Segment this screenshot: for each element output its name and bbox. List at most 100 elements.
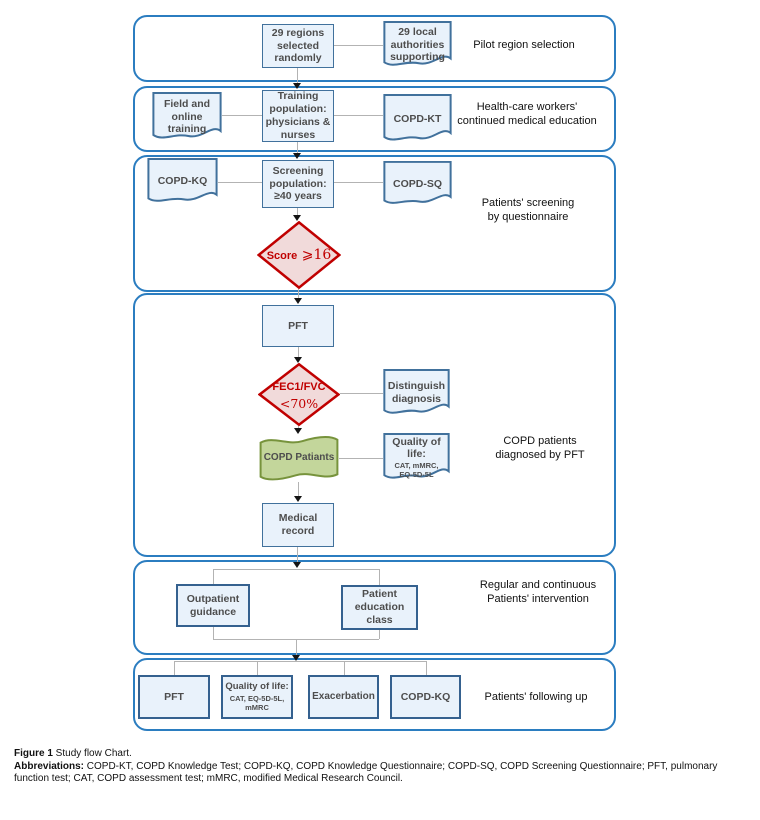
figure-number: Figure 1 — [14, 748, 53, 759]
connector — [218, 182, 262, 183]
section-medical-education — [133, 86, 616, 152]
node-text: PFT — [288, 319, 308, 332]
arrowhead-down — [294, 298, 302, 304]
section-label-screening: Patients' screening by questionnaire — [481, 197, 575, 224]
diamond-shape — [258, 363, 340, 426]
score-label: Score — [266, 250, 298, 263]
node-text: 29 regions selected randomly — [271, 26, 325, 65]
node-text: Patient education class — [354, 588, 405, 626]
section-patient-screening — [133, 155, 616, 292]
connector — [297, 208, 298, 216]
connector — [222, 115, 262, 116]
document-shape — [152, 92, 222, 142]
arrowhead-down — [293, 215, 301, 221]
arrowhead-down — [293, 83, 301, 89]
document-shape — [383, 21, 452, 69]
caption-abbreviations: Abbreviations: COPD-KT, COPD Knowledge T… — [14, 761, 748, 786]
fev-label: FEC1/FVC — [272, 380, 326, 393]
caption-title-line: Figure 1 Study flow Chart. — [14, 748, 748, 761]
node-field-training: Field and online training — [152, 92, 222, 142]
wave-shape — [259, 434, 339, 482]
qol-title: Quality of life: — [225, 681, 289, 693]
fev-value: <70% — [279, 395, 319, 411]
connector — [213, 627, 214, 639]
figure-title: Study flow Chart. — [52, 748, 132, 759]
diamond-shape — [257, 221, 341, 289]
connector — [296, 639, 297, 655]
connector — [174, 661, 175, 675]
connector — [257, 661, 258, 675]
section-intervention — [133, 560, 616, 655]
connector — [298, 482, 299, 497]
node-text: Quality of life:CAT, mMRC, EQ-5D-5L — [392, 436, 440, 479]
node-text: COPD-SQ — [392, 177, 442, 190]
arrowhead-down — [293, 562, 301, 568]
section-label-followup: Patients' following up — [484, 691, 588, 703]
connector — [426, 661, 427, 675]
node-copd-kq: COPD-KQ — [147, 158, 218, 205]
connector — [298, 347, 299, 358]
node-text: Score ⩾16 — [267, 246, 332, 264]
node-patient-education-class: Patient education class — [341, 585, 418, 630]
node-medical-record: Medical record — [262, 503, 334, 547]
section-label-diagnosis: COPD patients diagnosed by PFT — [495, 435, 585, 462]
node-pft-followup: PFT — [138, 675, 210, 719]
connector — [213, 569, 379, 570]
abbreviations-text: COPD-KT, COPD Knowledge Test; COPD-KQ, C… — [14, 760, 718, 785]
arrowhead-down — [293, 153, 301, 159]
node-screening-population: Screening population: ≥40 years — [262, 160, 334, 208]
node-training-population: Training population: physicians & nurses — [262, 90, 334, 142]
section-pft-diagnosis — [133, 293, 616, 557]
node-regions-selected: 29 regions selected randomly — [262, 24, 334, 68]
connector — [297, 142, 298, 154]
node-text: Exacerbation — [312, 690, 375, 702]
connector — [334, 182, 383, 183]
node-text: 29 local authorities supporting — [390, 25, 445, 64]
node-text: COPD-KQ — [157, 175, 208, 188]
document-shape — [383, 369, 450, 417]
qol-subtext: CAT, EQ-5D-5L, mMRC — [229, 693, 285, 712]
node-pft: PFT — [262, 305, 334, 347]
score-value: ⩾16 — [301, 247, 332, 264]
node-copd-patients: COPD Patiants — [259, 434, 339, 482]
arrowhead-down — [294, 496, 302, 502]
node-text: Medical record — [278, 512, 318, 537]
node-text: COPD Patiants — [263, 451, 335, 463]
arrowhead-down — [294, 428, 302, 434]
section-followup — [133, 658, 616, 731]
abbreviations-label: Abbreviations: — [14, 760, 85, 772]
node-fev-decision: FEC1/FVC <70% — [258, 363, 340, 426]
node-quality-of-life-followup: Quality of life:CAT, EQ-5D-5L, mMRC — [221, 675, 293, 719]
connector — [213, 569, 214, 584]
node-text: PFT — [164, 690, 184, 703]
arrowhead-down — [292, 655, 300, 661]
node-text: Training population: physicians & nurses — [265, 90, 331, 141]
connector — [334, 115, 383, 116]
node-outpatient-guidance: Outpatient guidance — [176, 584, 250, 627]
section-pilot-region — [133, 15, 616, 82]
connector — [340, 393, 383, 394]
node-distinguish-diagnosis: Distinguish diagnosis — [383, 369, 450, 417]
node-text: Field and online training — [163, 97, 211, 136]
document-shape — [383, 94, 452, 144]
node-quality-of-life-diagnosis: Quality of life:CAT, mMRC, EQ-5D-5L — [383, 433, 450, 482]
connector — [379, 569, 380, 585]
qol-subtext: CAT, mMRC, EQ-5D-5L — [394, 461, 439, 480]
section-label-pilot: Pilot region selection — [473, 39, 575, 51]
connector — [334, 45, 383, 46]
node-exacerbation: Exacerbation — [308, 675, 379, 719]
node-text: Distinguish diagnosis — [387, 380, 446, 405]
connector — [379, 630, 380, 639]
node-copd-kt: COPD-KT — [383, 94, 452, 144]
node-text: FEC1/FVC <70% — [272, 377, 325, 412]
node-score-decision: Score ⩾16 — [257, 221, 341, 289]
connector — [339, 458, 383, 459]
node-text: COPD-KQ — [400, 690, 451, 703]
document-shape — [383, 433, 450, 482]
section-label-education: Health-care workers' continued medical e… — [457, 101, 597, 128]
node-text: COPD-KT — [393, 112, 442, 125]
node-local-authorities: 29 local authorities supporting — [383, 21, 452, 69]
node-text: Quality of life:CAT, EQ-5D-5L, mMRC — [225, 681, 289, 712]
node-copd-kq-followup: COPD-KQ — [390, 675, 461, 719]
